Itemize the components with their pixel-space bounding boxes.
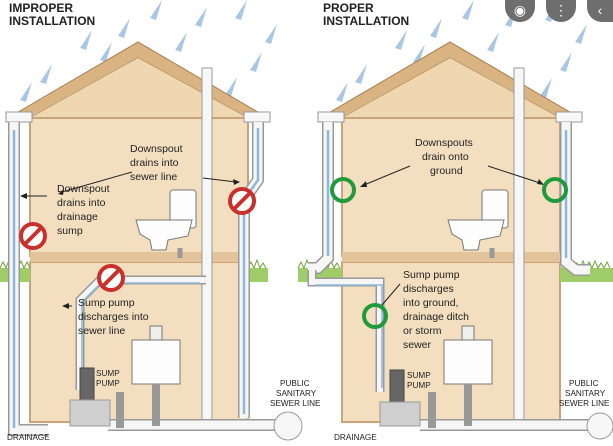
svg-text:SANITARY: SANITARY	[565, 389, 606, 398]
sump-pump	[389, 369, 405, 407]
improper-marker-sump	[97, 264, 125, 292]
proper-marker-sump	[362, 303, 388, 329]
improper-marker-downspout-right	[228, 187, 256, 215]
chevron-left-icon: ‹	[597, 2, 603, 18]
callout-sump-pump-sewer: Sump pump discharges into sewer line	[78, 297, 149, 337]
svg-text:discharges into: discharges into	[78, 311, 149, 323]
svg-text:PUMP: PUMP	[96, 379, 120, 388]
svg-text:sewer line: sewer line	[78, 325, 125, 337]
svg-text:sewer: sewer	[403, 339, 432, 351]
lens-icon: ◉	[513, 2, 527, 18]
back-button[interactable]: ‹	[587, 0, 613, 22]
svg-text:Sump pump: Sump pump	[403, 269, 460, 281]
svg-text:SANITARY: SANITARY	[276, 389, 317, 398]
svg-text:or storm: or storm	[403, 325, 442, 337]
svg-text:ground: ground	[430, 165, 463, 177]
water-heater	[428, 325, 493, 428]
svg-text:SUMP: SUMP	[96, 369, 120, 378]
callout-downspouts-ground: Downspouts drain onto ground	[415, 137, 473, 177]
svg-text:discharges: discharges	[403, 283, 454, 295]
lens-search-button[interactable]: ◉	[505, 0, 535, 22]
svg-text:PUBLIC: PUBLIC	[569, 379, 599, 388]
proper-title-line2: INSTALLATION	[323, 14, 409, 28]
improper-panel: IMPROPER INSTALLATION Downspout drains i…	[0, 0, 321, 442]
svg-text:drainage: drainage	[57, 211, 98, 223]
water-heater	[116, 325, 181, 428]
more-vertical-icon: ⋮	[554, 2, 568, 18]
sewer-line-label: PUBLIC SANITARY SEWER LINE	[270, 379, 321, 408]
sump-pump-label: SUMP PUMP	[96, 369, 120, 388]
toilet	[135, 189, 197, 258]
svg-text:SUMP: SUMP	[407, 371, 431, 380]
svg-text:SEWER LINE: SEWER LINE	[270, 399, 321, 408]
proper-marker-downspout-right	[542, 177, 568, 203]
svg-text:Downspout: Downspout	[57, 183, 110, 195]
drainage-label: DRAINAGE	[7, 433, 50, 441]
svg-text:PUMP: PUMP	[407, 381, 431, 390]
svg-text:Sump pump: Sump pump	[78, 297, 135, 309]
rain-left	[20, 0, 277, 102]
svg-text:PUBLIC: PUBLIC	[280, 379, 310, 388]
more-options-button[interactable]: ⋮	[546, 0, 576, 22]
sump-pump-label: SUMP PUMP	[407, 371, 431, 390]
svg-text:drainage ditch: drainage ditch	[403, 311, 469, 323]
vent-stack	[513, 67, 525, 424]
callout-sump-pump-ground: Sump pump discharges into ground, draina…	[403, 269, 469, 351]
svg-text:Downspout: Downspout	[130, 143, 183, 155]
svg-text:sewer line: sewer line	[130, 171, 177, 183]
svg-text:sump: sump	[57, 225, 83, 237]
improper-title-line2: INSTALLATION	[9, 14, 95, 28]
sump-pump	[79, 367, 95, 405]
svg-text:drains into: drains into	[130, 157, 179, 169]
improper-marker-downspout-left	[19, 222, 47, 250]
callout-downspout-sump: Downspout drains into drainage sump	[57, 183, 110, 237]
callout-downspout-sewer: Downspout drains into sewer line	[130, 143, 183, 183]
svg-text:drain onto: drain onto	[422, 151, 469, 163]
proper-marker-downspout-left	[330, 177, 356, 203]
rain-right	[336, 0, 587, 102]
svg-text:drains into: drains into	[57, 197, 106, 209]
svg-text:SEWER LINE: SEWER LINE	[559, 399, 610, 408]
proper-panel: PROPER INSTALLATION Downspouts drain ont…	[297, 0, 613, 442]
improper-title-line1: IMPROPER	[9, 1, 73, 15]
svg-text:into ground,: into ground,	[403, 297, 458, 309]
sewer-line-label: PUBLIC SANITARY SEWER LINE	[559, 379, 610, 408]
svg-text:Downspouts: Downspouts	[415, 137, 473, 149]
toilet	[447, 189, 509, 258]
vent-stack	[201, 67, 213, 424]
proper-title-line1: PROPER	[323, 1, 374, 15]
drainage-label: DRAINAGE	[334, 433, 377, 441]
